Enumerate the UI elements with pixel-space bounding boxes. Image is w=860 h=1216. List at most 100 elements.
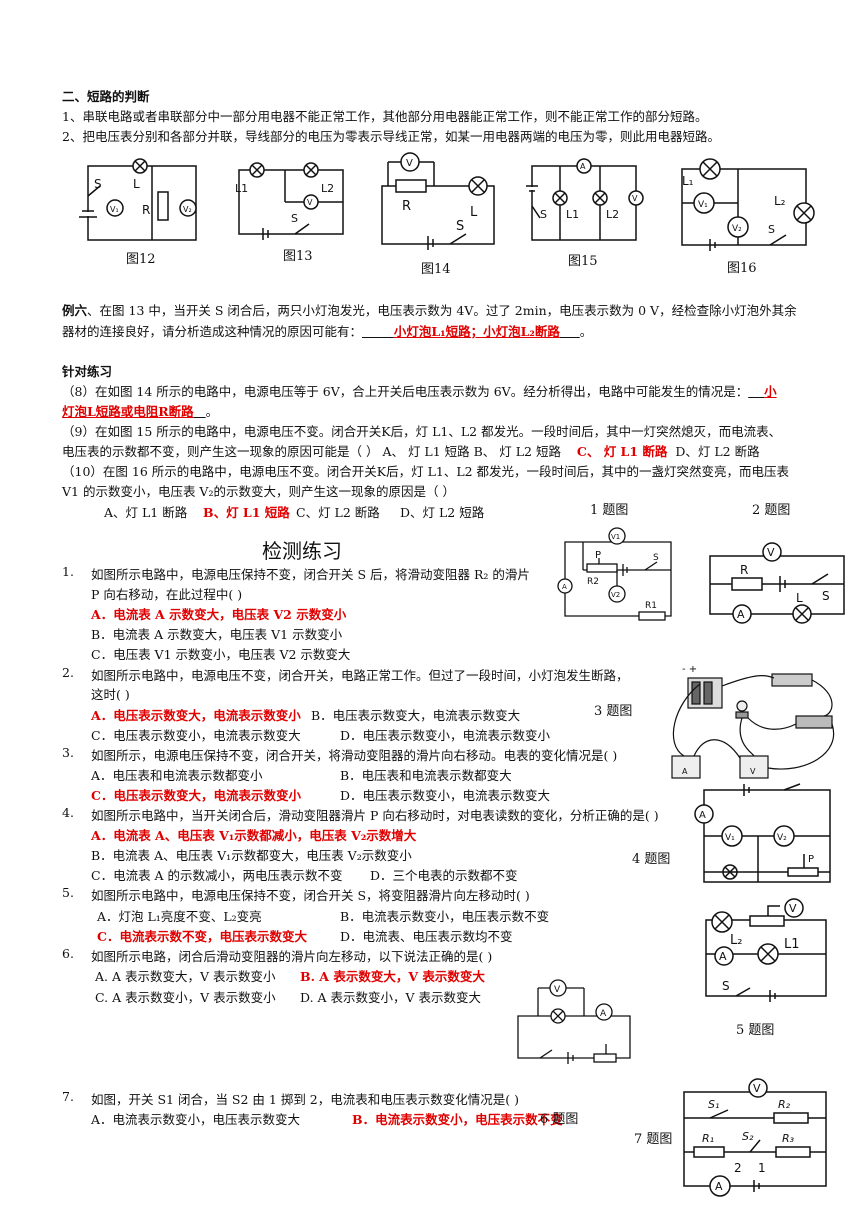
- fig7-label: 7 题图: [634, 1132, 673, 1147]
- svg-text:V₁: V₁: [110, 205, 119, 214]
- svg-text:S: S: [540, 208, 547, 221]
- fig6-label: 6 题图: [540, 1112, 579, 1127]
- example-6-line1: 例六、在图 13 中，当开关 S 闭合后，两只小灯泡发光，电压表示数为 4V。过…: [62, 300, 797, 319]
- q10-option-d: D、灯 L2 短路: [400, 505, 485, 520]
- q10-answer: B、灯 L1 短路: [203, 505, 290, 520]
- svg-text:L: L: [470, 205, 478, 220]
- figure-14-caption: 图14: [421, 262, 451, 277]
- q5-figure-circuit: V A L₂ L1 S: [705, 898, 827, 1002]
- svg-text:V₂: V₂: [732, 224, 742, 234]
- svg-text:V: V: [753, 1082, 761, 1095]
- practice-heading: 针对练习: [62, 364, 113, 379]
- fig1-label: 1 题图: [590, 503, 629, 518]
- svg-text:L1: L1: [784, 937, 800, 952]
- q9-answer: C、 灯 L1 断路: [576, 444, 668, 459]
- q9-line2: 电压表的示数都不变，则产生这一现象的原因可能是（ ） A、 灯 L1 短路 B、…: [62, 441, 760, 460]
- svg-text:A: A: [682, 767, 688, 776]
- svg-text:R2: R2: [587, 577, 599, 587]
- example-6-label: 例六: [62, 303, 88, 318]
- fig5-label: 5 题图: [736, 1023, 775, 1038]
- q1-stem2: P 向右移动，在此过程中( ): [91, 587, 243, 602]
- example-6-text2: 器材的连接良好，请分析造成这种情况的原因可能有：: [62, 324, 363, 339]
- figure-12-caption: 图12: [126, 252, 156, 267]
- q3-answer: C．电压表示数变大，电流表示数变小: [91, 788, 301, 803]
- q1-number: 1.: [62, 564, 74, 579]
- figure-16-circuit: V₁ V₂ L₁ L₂ S: [681, 158, 815, 251]
- svg-text:L₂: L₂: [730, 933, 742, 948]
- svg-text:V: V: [307, 198, 313, 207]
- figure-12-circuit: S L R V₁ V₂: [79, 158, 197, 241]
- svg-text:S₂: S₂: [742, 1130, 754, 1143]
- svg-text:S: S: [291, 212, 298, 225]
- q3-option-d: D．电压表示数变小，电流表示数变大: [340, 788, 551, 803]
- q2-option-c: C．电压表示数变小，电流表示数变大: [91, 728, 301, 743]
- svg-text:R: R: [740, 563, 748, 577]
- q6-answer: B. A 表示数变大，V 表示数变大: [300, 969, 485, 984]
- svg-text:A: A: [719, 950, 727, 963]
- svg-text:L: L: [133, 177, 140, 191]
- q6-option-c: C. A 表示数变小，V 表示数变小: [95, 990, 276, 1005]
- q4-option-b: B．电流表 A、电压表 V₁示数都变大，电压表 V₂示数变小: [91, 848, 412, 863]
- figure-15-circuit: A V S L1 L2: [526, 158, 644, 241]
- svg-text:R1: R1: [645, 601, 657, 611]
- example-6-text: 、在图 13 中，当开关 S 闭合后，两只小灯泡发光，电压表示数为 4V。过了 …: [87, 303, 797, 318]
- q3-number: 3.: [62, 745, 74, 760]
- q2-answer: A．电压表示数变大，电流表示数变小: [91, 708, 301, 723]
- svg-text:S: S: [456, 219, 464, 234]
- svg-text:S: S: [722, 979, 730, 993]
- q9-options: 电压表的示数都不变，则产生这一现象的原因可能是（ ） A、 灯 L1 短路 B、…: [62, 444, 561, 459]
- q3-stem: 如图所示，电源电压保持不变，闭合开关，将滑动变阻器的滑片向右移动。电表的变化情况…: [91, 748, 618, 763]
- svg-text:V₂: V₂: [183, 205, 192, 214]
- q1-option-b: B．电流表 A 示数变大，电压表 V1 示数变小: [91, 627, 343, 642]
- q7-option-a: A．电流表示数变小，电压表示数变大: [91, 1112, 301, 1127]
- svg-text:V₁: V₁: [725, 833, 735, 843]
- svg-text:S: S: [653, 553, 659, 563]
- svg-text:V: V: [750, 767, 756, 776]
- q7-stem: 如图，开关 S1 闭合，当 S2 由 1 掷到 2，电流表和电压表示数变化情况是…: [91, 1092, 519, 1107]
- figure-13-circuit: V L1 L2 S: [235, 162, 344, 240]
- q7-answer: B．电流表示数变小，电压表示数不变: [352, 1112, 563, 1127]
- q5-stem: 如图所示电路中，电源电压保持不变，闭合开关 S，将变阻器滑片向左移动时( ): [91, 888, 530, 903]
- q10-line2: V1 的示数变小，电压表 V₂的示数变大，则产生这一现象的原因是（ ）: [62, 484, 455, 499]
- svg-text:- +: - +: [682, 664, 697, 675]
- q5-option-a: A．灯泡 L₁亮度不变、L₂变亮: [97, 909, 262, 924]
- figure-15-caption: 图15: [568, 254, 598, 269]
- example-6-end: 。: [579, 324, 593, 339]
- q1-answer: A．电流表 A 示数变大，电压表 V2 示数变小: [91, 607, 347, 622]
- svg-text:V1: V1: [611, 533, 620, 541]
- q9-option-d: D、灯 L2 断路: [675, 444, 760, 459]
- q8-answer-part2: 灯泡L短路或电阻R断路: [62, 404, 194, 419]
- figure-13-caption: 图13: [283, 249, 313, 264]
- svg-text:V₂: V₂: [777, 833, 787, 843]
- q7-figure-circuit: V A S₁ R₂ R₁ S₂ R₃ 2 1: [683, 1078, 827, 1197]
- q4-option-c: C．电流表 A 的示数减小，两电压表示数不变: [91, 868, 343, 883]
- svg-text:A: A: [737, 608, 745, 621]
- q8-line1: （8）在如图 14 所示的电路中，电源电压等于 6V，合上开关后电压表示数为 6…: [62, 381, 777, 400]
- q4-answer: A．电流表 A、电压表 V₁示数都减小，电压表 V₂示数增大: [91, 828, 417, 843]
- svg-text:S: S: [768, 223, 775, 236]
- q1-option-c: C．电压表 V1 示数变小，电压表 V2 示数变大: [91, 647, 351, 662]
- fig3-label: 3 题图: [594, 704, 633, 719]
- q8-text: （8）在如图 14 所示的电路中，电源电压等于 6V，合上开关后电压表示数为 6…: [62, 384, 749, 399]
- q7-number: 7.: [62, 1089, 74, 1104]
- svg-text:L₂: L₂: [774, 194, 786, 208]
- svg-text:L1: L1: [235, 182, 248, 195]
- svg-text:S: S: [822, 589, 830, 603]
- svg-text:A: A: [600, 1009, 607, 1019]
- example-6-line2: 器材的连接良好，请分析造成这种情况的原因可能有： 小灯泡L₁短路；小灯泡L₂断路…: [62, 321, 592, 340]
- q3-option-b: B．电压表和电流表示数都变大: [340, 768, 512, 783]
- svg-text:S₁: S₁: [708, 1098, 719, 1111]
- svg-text:R: R: [402, 199, 411, 214]
- svg-text:R: R: [142, 203, 150, 217]
- q3-option-a: A．电压表和电流表示数都变小: [91, 768, 263, 783]
- q4-option-d: D．三个电表的示数都不变: [370, 868, 518, 883]
- svg-text:P: P: [808, 854, 814, 865]
- svg-text:A: A: [580, 162, 586, 171]
- svg-text:L₁: L₁: [682, 174, 694, 188]
- fig4-label: 4 题图: [632, 852, 671, 867]
- q9-line1: （9）在如图 15 所示的电路中，电源电压不变。闭合开关K后，灯 L1、L2 都…: [62, 424, 782, 439]
- svg-text:L2: L2: [321, 182, 334, 195]
- q4-stem: 如图所示电路中，当开关闭合后，滑动变阻器滑片 P 向右移动时，对电表读数的变化，…: [91, 808, 659, 823]
- fig2-label: 2 题图: [752, 503, 791, 518]
- svg-text:2: 2: [734, 1161, 742, 1175]
